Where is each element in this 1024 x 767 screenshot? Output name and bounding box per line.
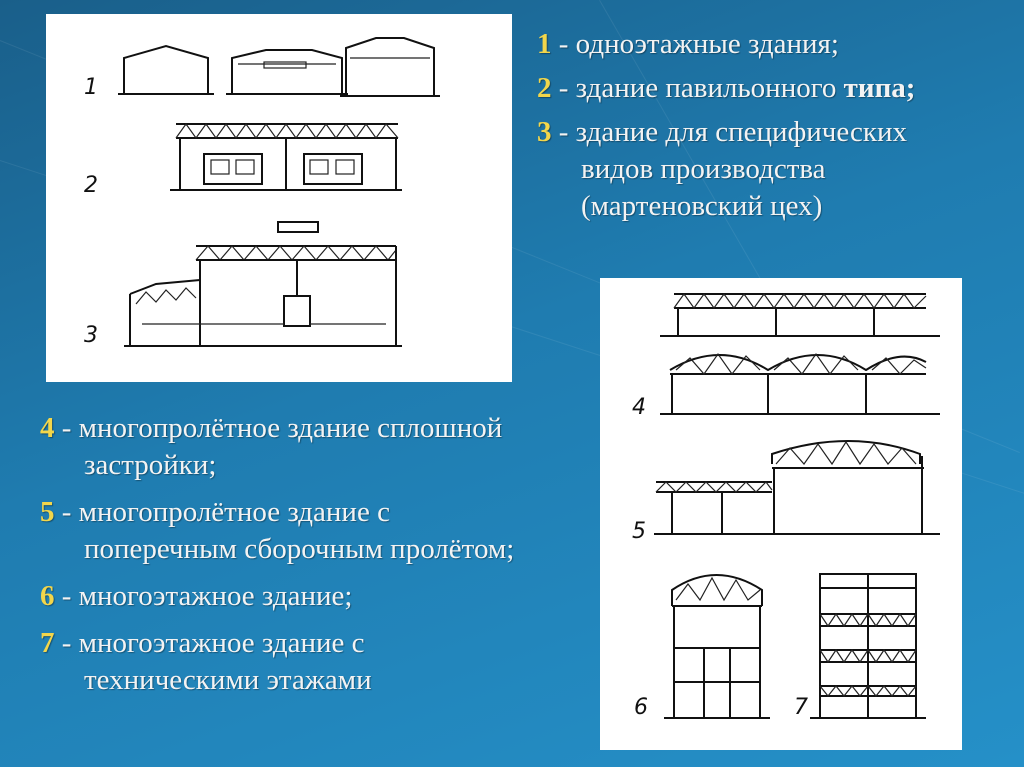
item-number: 6 bbox=[40, 580, 55, 612]
figure-panel-1-3: 1 2 3 bbox=[46, 14, 512, 382]
item-number: 3 bbox=[537, 116, 552, 148]
building-types-4-7-diagram: 4 5 6 7 bbox=[632, 292, 940, 720]
pavilion-building bbox=[170, 122, 402, 191]
item-continuation: застройки; bbox=[84, 449, 217, 481]
item-text: - здание для специфических bbox=[551, 116, 907, 148]
single-storey-building-c bbox=[340, 37, 440, 97]
legend-top: 1 - одноэтажные здания; 2 - здание павил… bbox=[537, 26, 915, 225]
item-text: - многоэтажное здание с bbox=[54, 627, 365, 659]
multispan-with-assembly-span bbox=[654, 440, 940, 535]
legend-item-2: 2 - здание павильонного типа; bbox=[537, 70, 915, 107]
item-continuation: поперечным сборочным пролётом; bbox=[84, 533, 515, 565]
item-text: - многопролётное здание сплошной bbox=[54, 412, 503, 444]
item-number: 2 bbox=[537, 72, 552, 104]
item-text: - одноэтажные здания; bbox=[551, 28, 839, 60]
item-text-bold: типа; bbox=[843, 72, 916, 104]
figure-label-6: 6 bbox=[634, 695, 648, 720]
item-number: 1 bbox=[537, 28, 552, 60]
legend-item-5: 5 - многопролётное здание с bbox=[40, 494, 514, 531]
figure-label-3: 3 bbox=[84, 323, 98, 348]
legend-item-1: 1 - одноэтажные здания; bbox=[537, 26, 915, 63]
item-continuation: (мартеновский цех) bbox=[581, 190, 823, 222]
legend-item-3: 3 - здание для специфических bbox=[537, 114, 915, 151]
legend-item-7: 7 - многоэтажное здание с bbox=[40, 625, 514, 662]
figure-panel-4-7: 4 5 6 7 bbox=[600, 278, 962, 750]
multispan-arched-roof bbox=[660, 352, 940, 415]
item-continuation: техническими этажами bbox=[84, 664, 372, 696]
legend-item-6: 6 - многоэтажное здание; bbox=[40, 578, 514, 615]
open-hearth-shop bbox=[124, 221, 402, 347]
item-continuation: видов производства bbox=[581, 153, 826, 185]
item-text: - многопролётное здание с bbox=[54, 496, 390, 528]
multistorey-with-technical-floors bbox=[810, 573, 926, 719]
building-types-1-3-diagram: 1 2 3 bbox=[84, 37, 440, 348]
legend-bottom: 4 - многопролётное здание сплошной застр… bbox=[40, 410, 514, 699]
figure-label-5: 5 bbox=[632, 519, 646, 544]
item-number: 5 bbox=[40, 496, 55, 528]
figure-label-2: 2 bbox=[84, 173, 98, 198]
multispan-flat-roof bbox=[660, 292, 940, 337]
item-number: 7 bbox=[40, 627, 55, 659]
figure-label-4: 4 bbox=[632, 395, 646, 420]
single-storey-building-a bbox=[118, 44, 214, 95]
item-text: - здание павильонного bbox=[551, 72, 844, 104]
multistorey-building bbox=[664, 574, 770, 719]
figure-label-1: 1 bbox=[84, 75, 98, 100]
figure-label-7: 7 bbox=[794, 695, 808, 720]
item-text: - многоэтажное здание; bbox=[54, 580, 353, 612]
legend-item-4: 4 - многопролётное здание сплошной bbox=[40, 410, 514, 447]
single-storey-building-b bbox=[226, 49, 348, 95]
item-number: 4 bbox=[40, 412, 55, 444]
